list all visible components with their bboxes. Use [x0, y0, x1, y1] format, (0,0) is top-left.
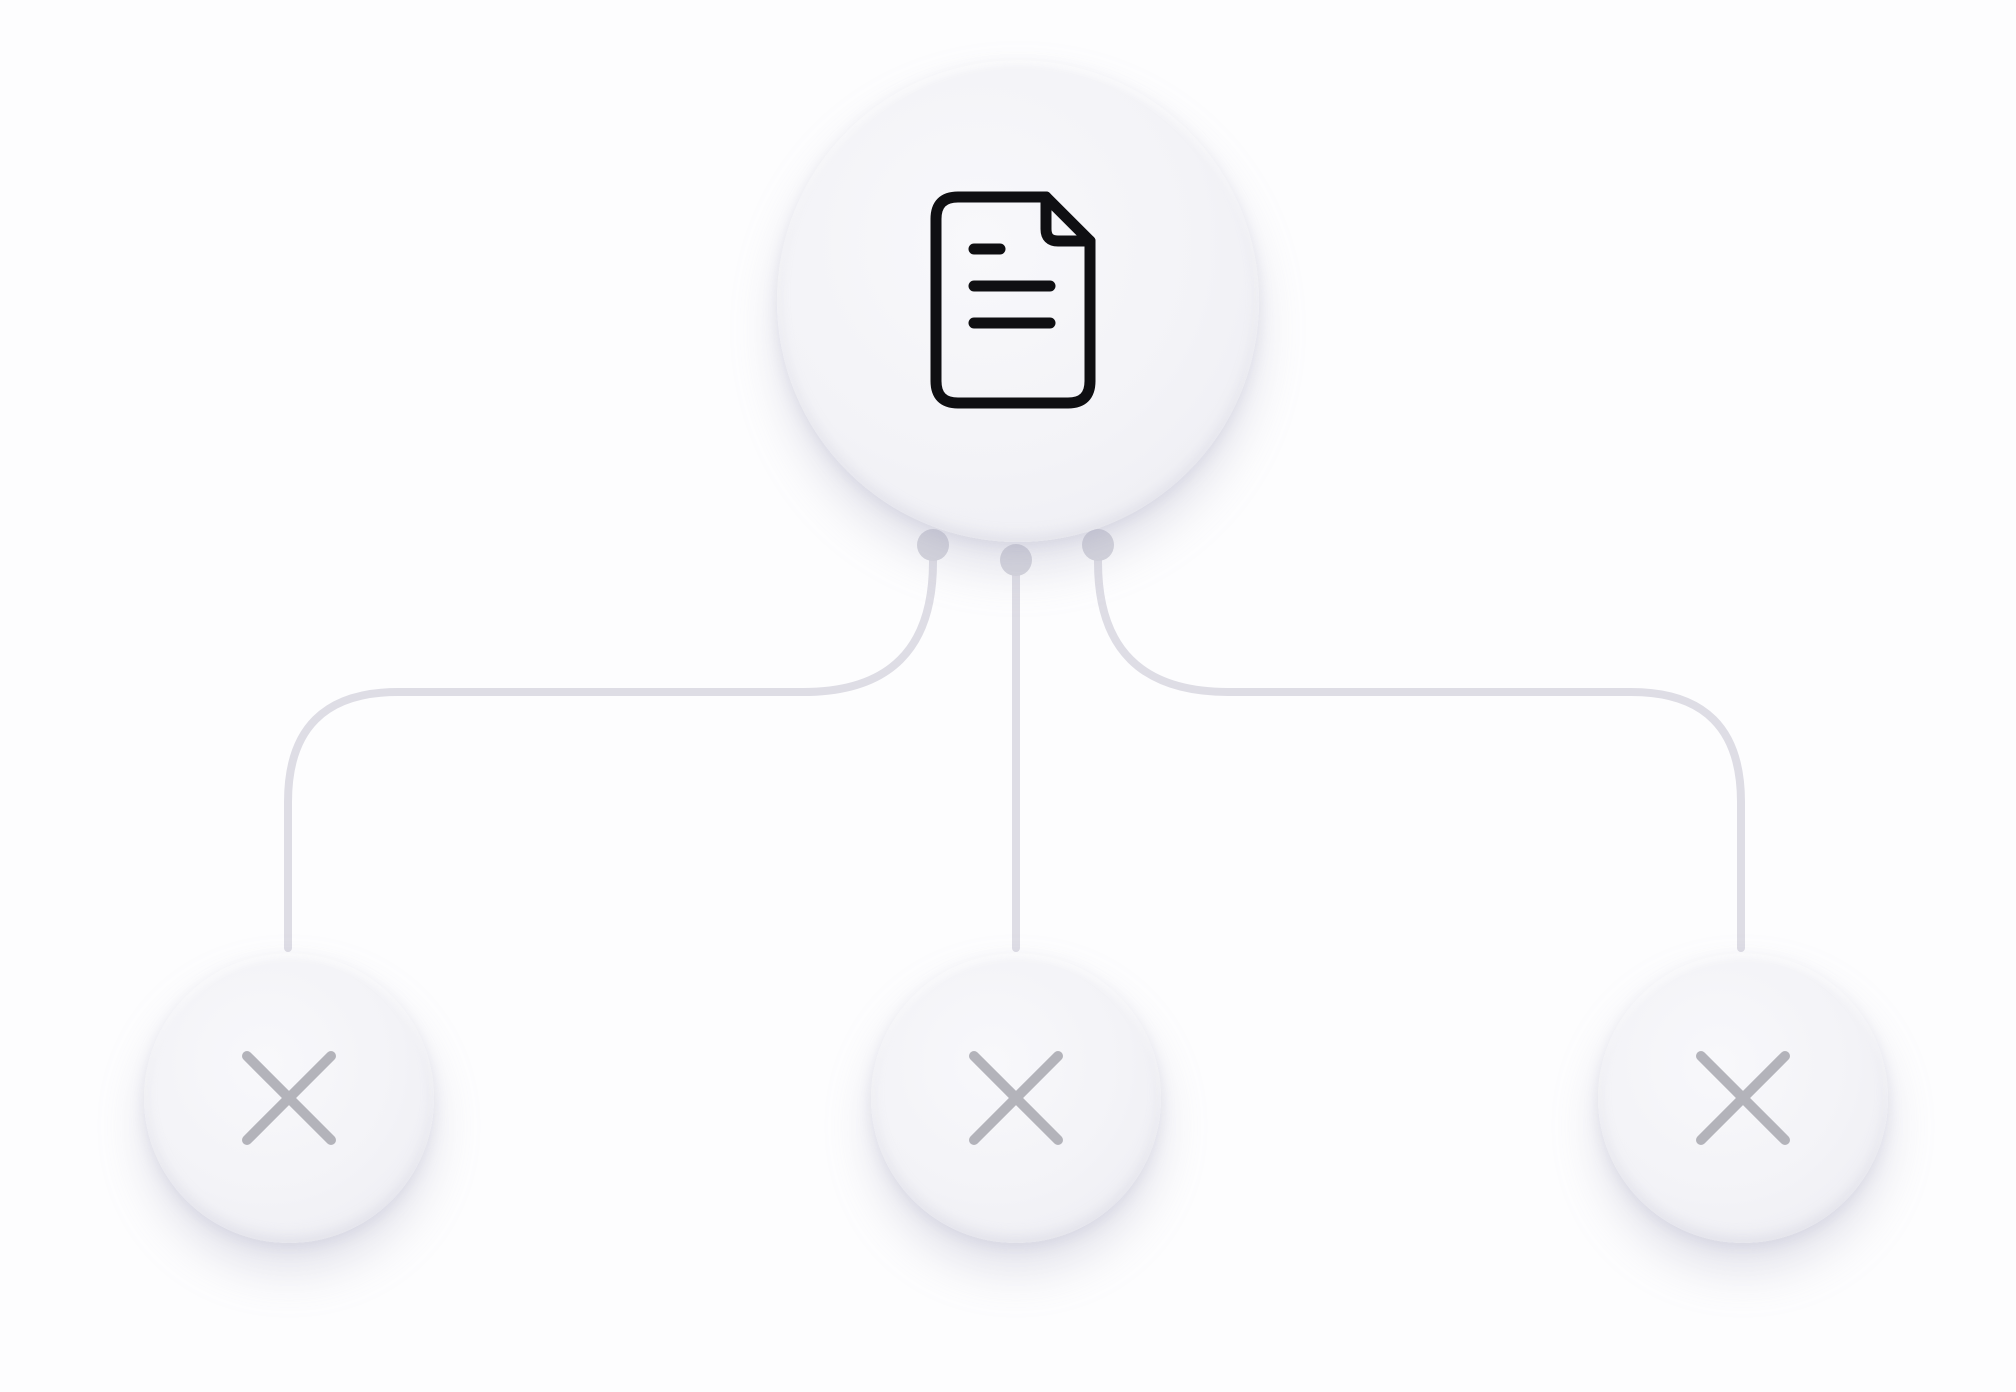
connector-port-right — [1082, 529, 1114, 561]
child-node-center[interactable] — [871, 953, 1161, 1243]
connector-port-center — [1000, 544, 1032, 576]
close-icon — [242, 1051, 336, 1145]
child-node-left[interactable] — [144, 953, 434, 1243]
connector-left — [284, 543, 937, 952]
connector-right — [1094, 543, 1745, 952]
close-icon — [1696, 1051, 1790, 1145]
document-icon — [930, 191, 1096, 409]
child-node-right[interactable] — [1598, 953, 1888, 1243]
close-icon — [969, 1051, 1063, 1145]
root-node[interactable] — [777, 60, 1259, 542]
connector-port-left — [917, 529, 949, 561]
